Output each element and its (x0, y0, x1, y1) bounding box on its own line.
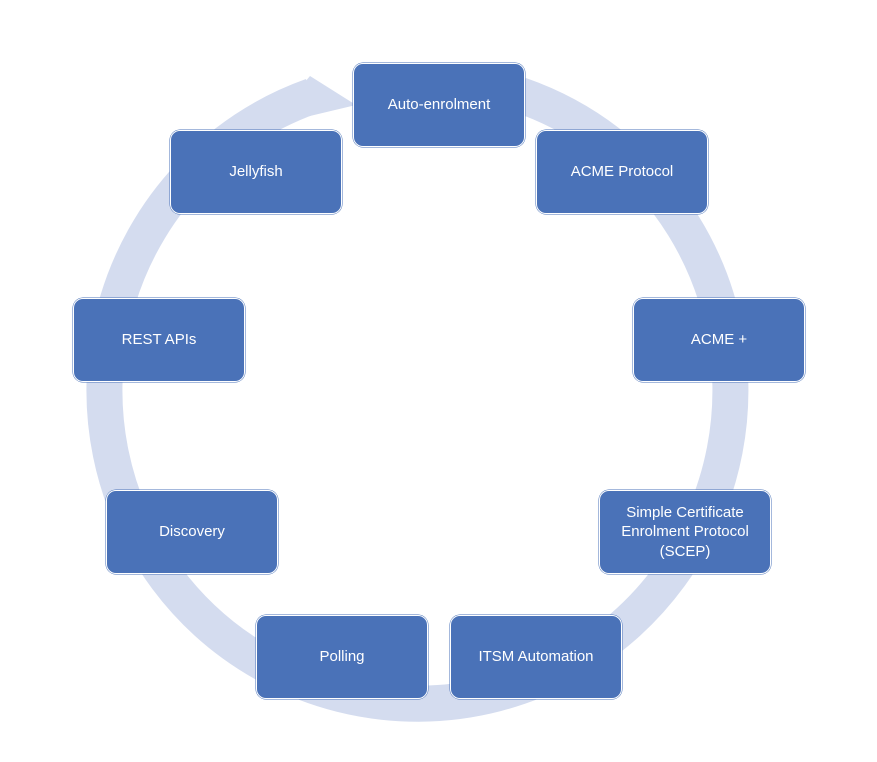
node-acme-protocol: ACME Protocol (536, 130, 708, 214)
node-jellyfish: Jellyfish (170, 130, 342, 214)
cycle-arrow-head (268, 76, 356, 126)
node-itsm-automation: ITSM Automation (450, 615, 622, 699)
node-auto-enrolment: Auto-enrolment (353, 63, 525, 147)
node-polling: Polling (256, 615, 428, 699)
node-discovery: Discovery (106, 490, 278, 574)
node-rest-apis: REST APIs (73, 298, 245, 382)
cycle-ring-arc (86, 78, 749, 722)
node-scep: Simple Certificate Enrolment Protocol (S… (599, 490, 771, 574)
node-acme-plus: ACME + (633, 298, 805, 382)
